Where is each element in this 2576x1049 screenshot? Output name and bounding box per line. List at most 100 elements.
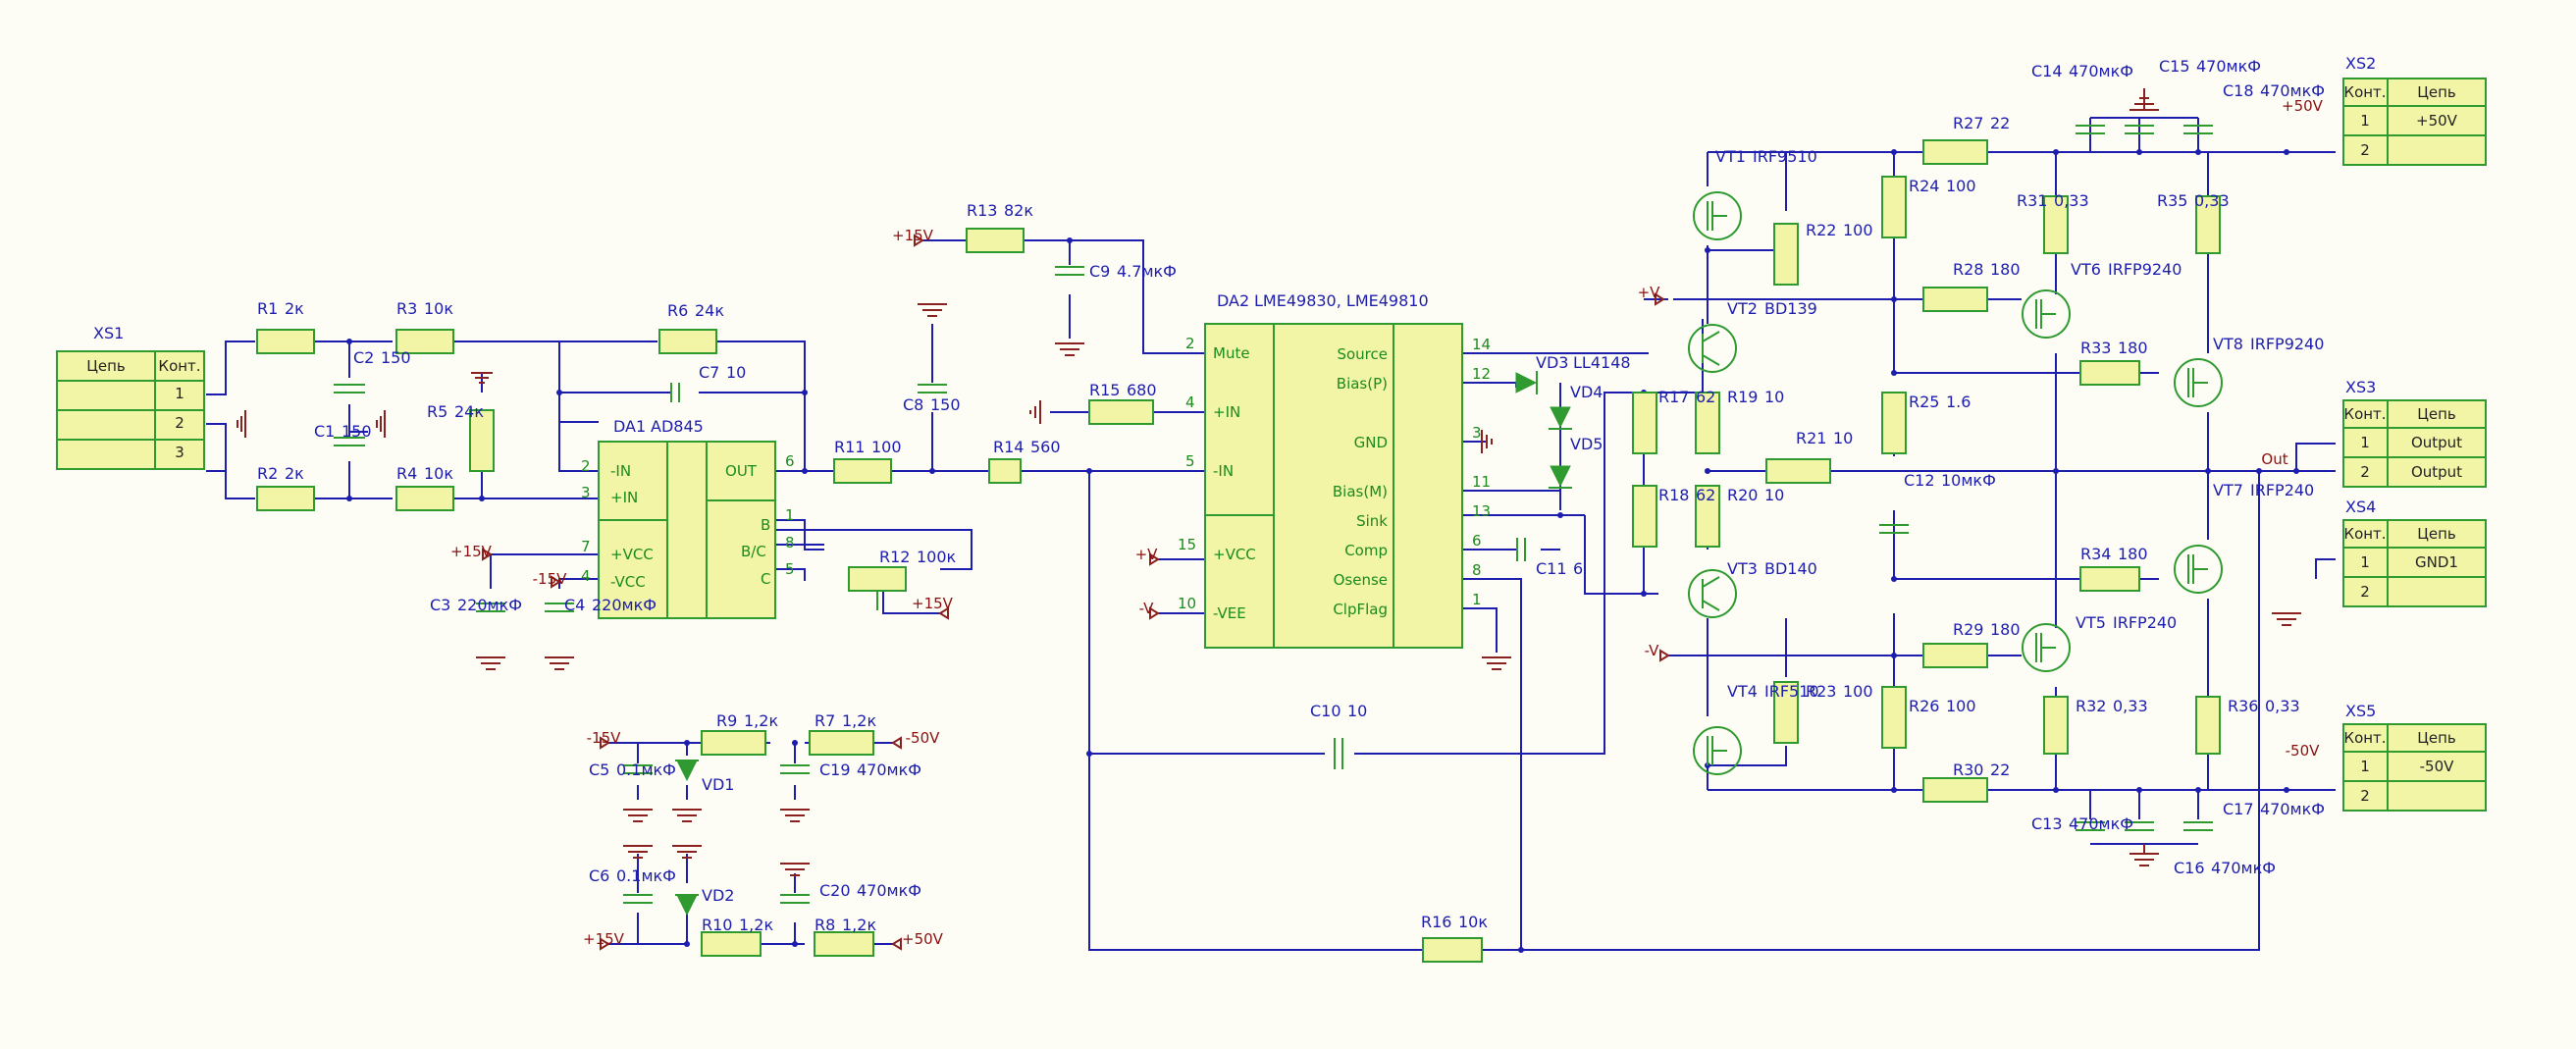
arrow-icon	[938, 606, 949, 620]
value-r1: 2к	[285, 299, 304, 318]
da2-pin-name-2: +IN	[1213, 403, 1240, 421]
value-c5: 0.1мкФ	[616, 761, 676, 779]
da2-pin-name-11: Comp	[1344, 542, 1388, 559]
label-vt5: VT5	[2076, 613, 2106, 632]
resistor-r27	[1922, 139, 1988, 165]
label-vt4: VT4	[1727, 682, 1758, 701]
arrow-icon	[600, 937, 610, 951]
value-c8: 150	[930, 395, 961, 414]
label-da1: DA1	[613, 417, 646, 436]
resistor-r7	[809, 730, 874, 756]
label-r19: R19	[1727, 388, 1758, 406]
value-c7: 10	[726, 363, 746, 382]
resistor-r10	[701, 931, 762, 957]
connector-xs1: Цепь Конт. 1 2 3	[56, 350, 205, 470]
label-r29: R29	[1953, 620, 1983, 639]
label-vd4: VD4	[1570, 383, 1603, 401]
da1-pin-num-8: 5	[785, 560, 795, 578]
arrow-icon	[914, 234, 924, 247]
value-vd3: LL4148	[1573, 353, 1631, 372]
label-r36: R36	[2228, 697, 2258, 715]
arrow-icon	[1659, 649, 1670, 662]
value-c3: 220мкФ	[457, 596, 522, 614]
da1-pin-num-7: 8	[785, 534, 795, 551]
label-c16: C16	[2174, 859, 2205, 877]
da2-pin-num-13: 1	[1472, 591, 1482, 608]
label-c12: C12	[1904, 471, 1935, 490]
value-vt5: IRFP240	[2113, 613, 2177, 632]
xs5-net-1: -50V	[2420, 758, 2454, 775]
da1-pin-num-1: 2	[581, 457, 591, 475]
ground-icon	[623, 809, 653, 822]
ground-icon	[376, 410, 386, 438]
arrow-icon	[482, 548, 493, 561]
label-r4: R4	[396, 464, 417, 483]
label-c19: C19	[819, 761, 851, 779]
resistor-r17	[1632, 392, 1657, 454]
value-r26: 100	[1946, 697, 1976, 715]
resistor-r35	[2195, 195, 2221, 254]
xs1-header-net: Цепь	[86, 357, 126, 375]
label-c18: C18	[2223, 81, 2254, 100]
value-r6: 24к	[695, 301, 724, 320]
value-r33: 180	[2118, 339, 2148, 357]
da2-pin-num-2: 4	[1185, 393, 1195, 411]
da2-pin-num-10: 13	[1472, 502, 1491, 520]
da2-pin-num-6: 14	[1472, 336, 1491, 353]
diode-vd3	[1515, 371, 1538, 394]
value-c20: 470мкФ	[857, 881, 921, 900]
value-r8: 1,2к	[842, 916, 876, 934]
ground-icon	[623, 845, 653, 859]
value-r35: 0,33	[2194, 191, 2230, 210]
ground-symbols	[237, 88, 2301, 876]
value-r9: 1,2к	[744, 711, 778, 730]
label-r9: R9	[716, 711, 737, 730]
value-r10: 1,2к	[739, 916, 773, 934]
ground-icon	[476, 656, 505, 670]
resistor-bodies	[256, 139, 2221, 963]
xs3-net-1: Output	[2411, 434, 2462, 451]
value-c15: 470мкФ	[2196, 57, 2261, 76]
resistor-r14	[988, 458, 1022, 484]
value-r34: 180	[2118, 545, 2148, 563]
label-r23: R23	[1806, 682, 1836, 701]
label-r30: R30	[1953, 761, 1983, 779]
resistor-r34	[2079, 566, 2140, 592]
da2-pin-name-6: Source	[1337, 345, 1388, 363]
value-r31: 0,33	[2054, 191, 2089, 210]
diode-vd2	[675, 894, 699, 917]
xs2-header-net: Цепь	[2417, 83, 2456, 101]
label-r5: R5	[427, 402, 447, 421]
value-c4: 220мкФ	[592, 596, 657, 614]
power-label-p5: +V	[1135, 546, 1159, 563]
label-r1: R1	[257, 299, 278, 318]
xs3-header-net: Цепь	[2417, 405, 2456, 423]
xs4-header-pin: Конт.	[2343, 525, 2386, 543]
da1-pin-name-5: OUT	[725, 462, 758, 480]
da2-pin-num-1: 2	[1185, 335, 1195, 352]
xs2-header-pin: Конт.	[2343, 83, 2386, 101]
resistor-r6	[658, 329, 717, 354]
ground-icon	[1481, 430, 1493, 453]
label-r35: R35	[2157, 191, 2187, 210]
label-r17: R17	[1658, 388, 1689, 406]
xs1-pin-3: 3	[175, 444, 184, 461]
value-c14: 470мкФ	[2069, 62, 2133, 80]
value-r12: 100к	[917, 548, 957, 566]
label-r26: R26	[1909, 697, 1939, 715]
label-vd2: VD2	[702, 886, 734, 905]
label-r28: R28	[1953, 260, 1983, 279]
da1-pin-num-4: 4	[581, 567, 591, 585]
da2-pin-num-8: 3	[1472, 424, 1482, 442]
arrow-icon	[600, 736, 610, 750]
ground-icon	[471, 372, 493, 384]
resistor-r5	[469, 409, 495, 472]
value-c18: 470мкФ	[2260, 81, 2325, 100]
ground-icon	[1482, 656, 1511, 670]
power-label-p2: -15V	[533, 570, 567, 588]
label-c6: C6	[589, 866, 609, 885]
ground-icon	[237, 410, 246, 438]
xs5-pin-2: 2	[2360, 787, 2370, 805]
resistor-r4	[395, 486, 454, 511]
